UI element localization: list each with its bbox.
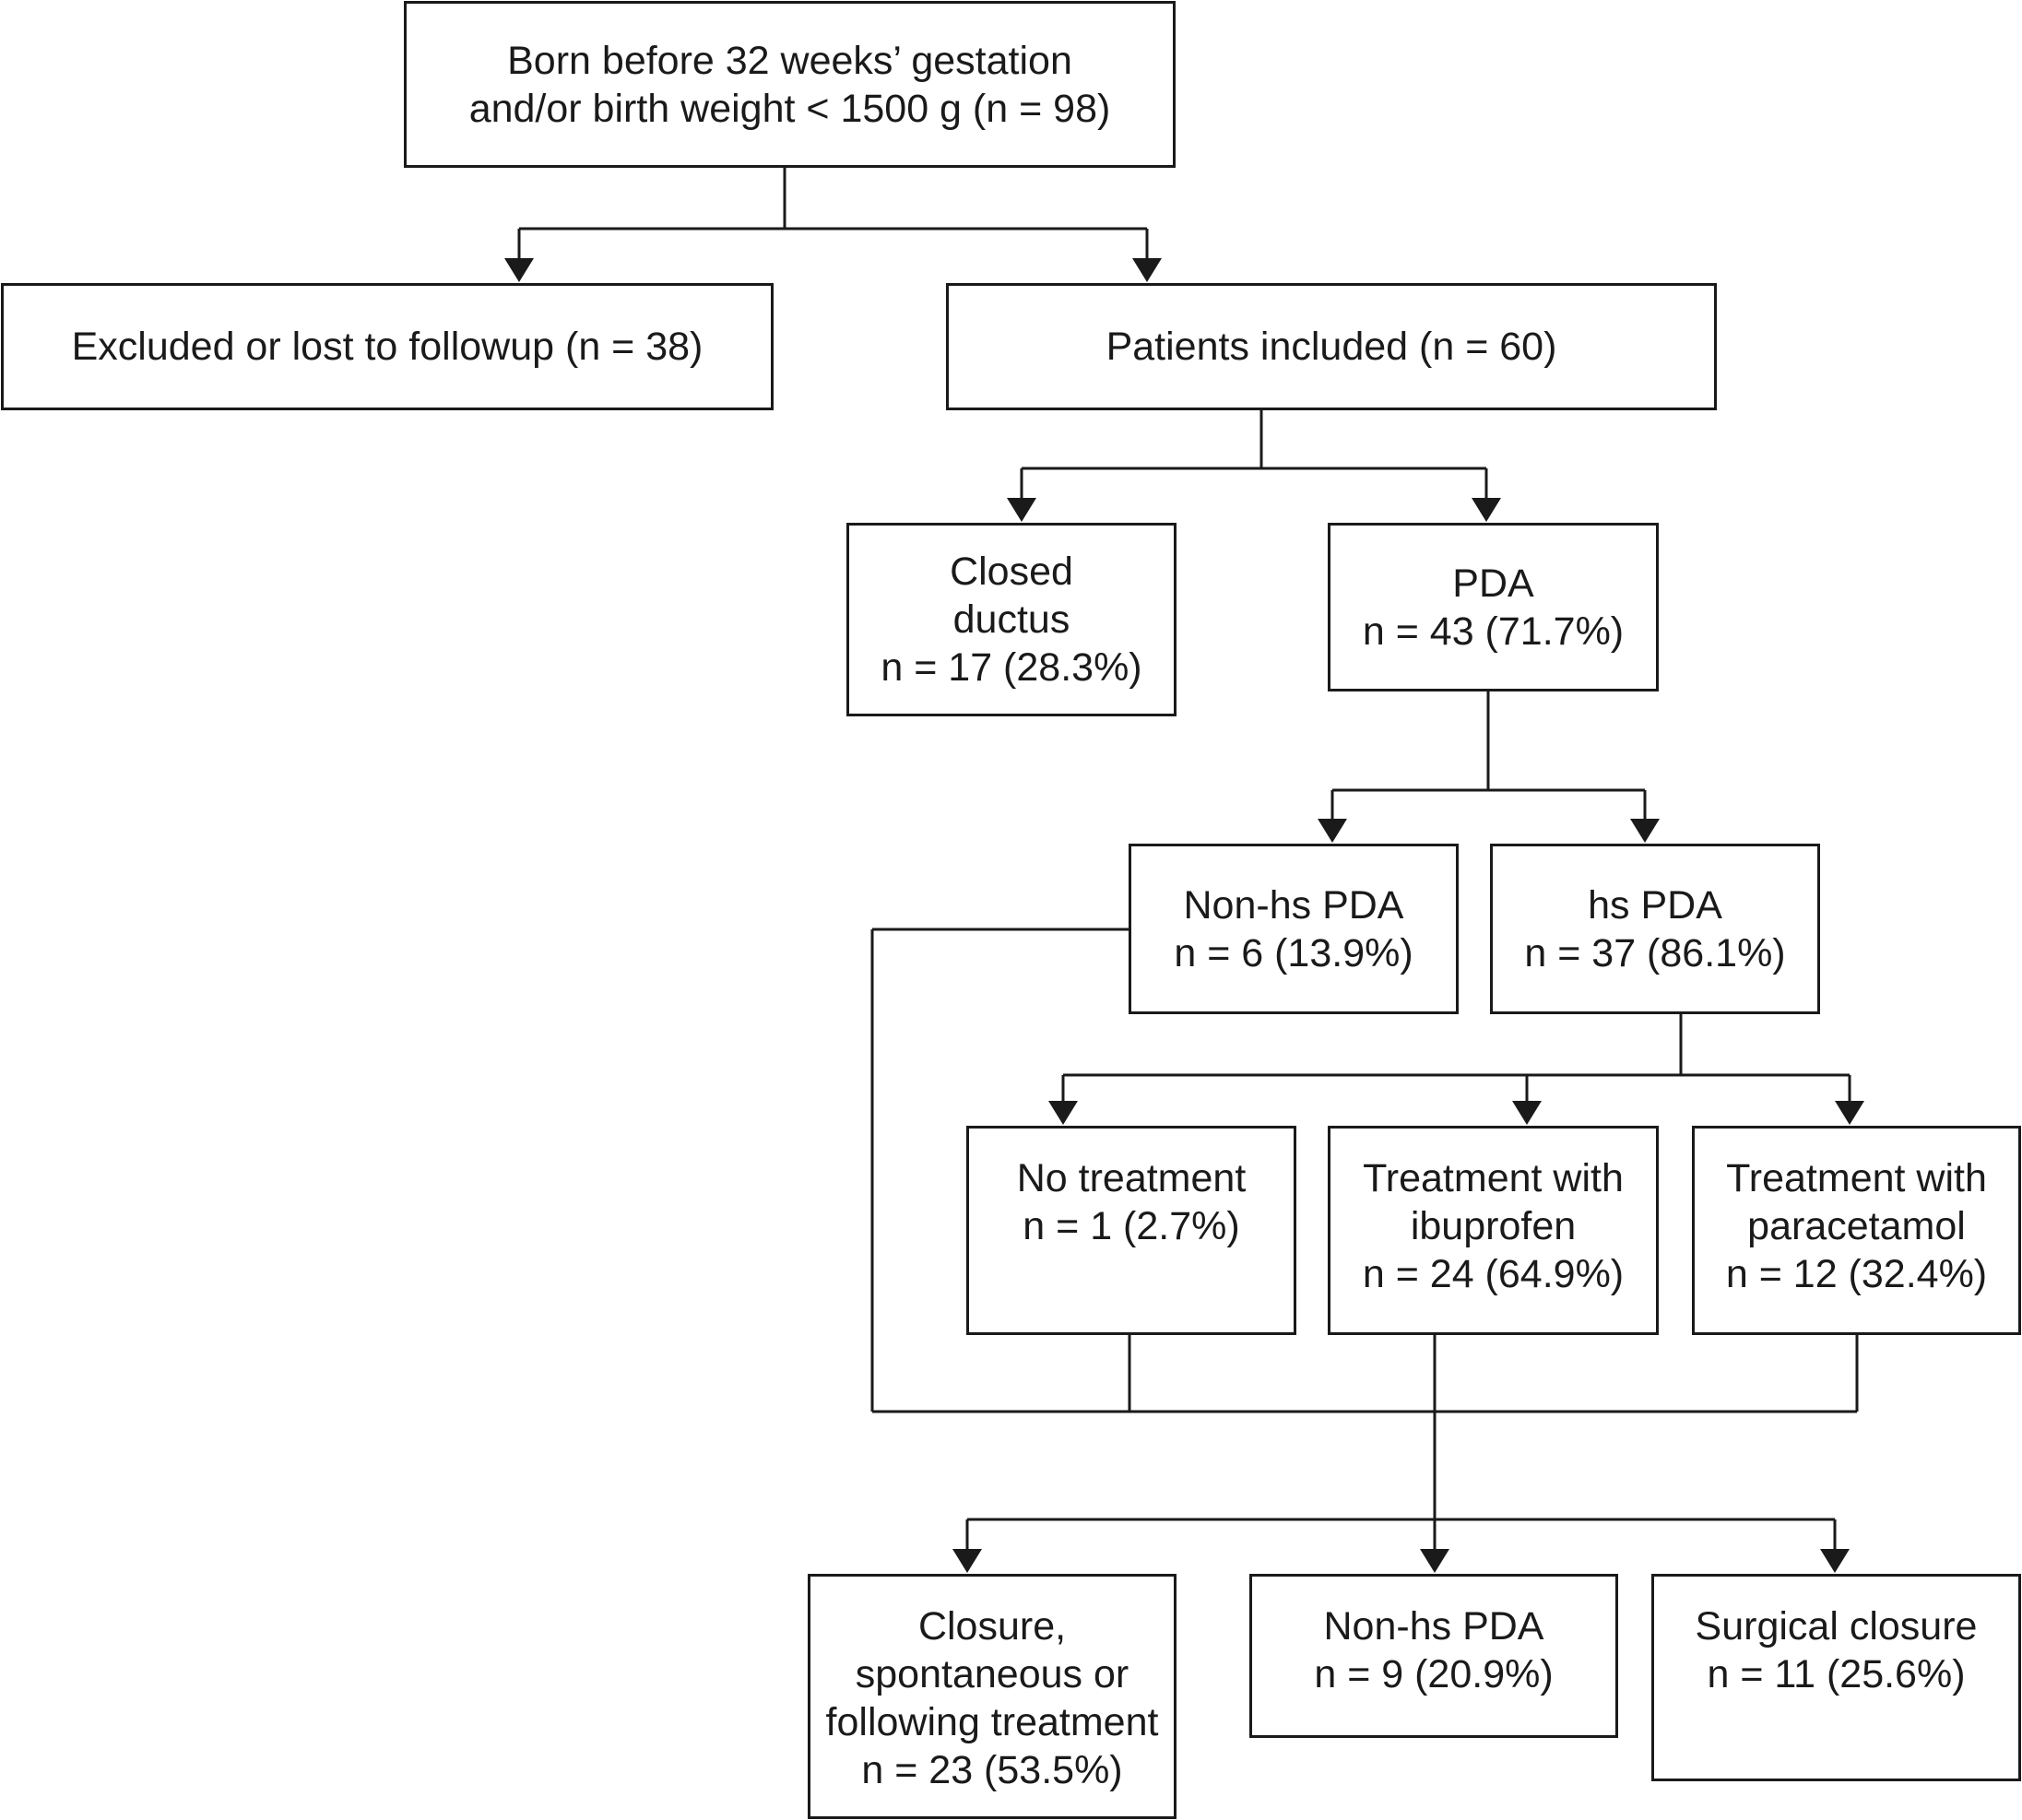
box-closed-ductus-line-3: n = 17 (28.3%) xyxy=(881,645,1142,690)
arrowhead-paracetamol xyxy=(1835,1101,1864,1125)
box-closure-line-3: following treatment xyxy=(825,1700,1159,1744)
box-hs-pda-line-2: n = 37 (86.1%) xyxy=(1524,930,1786,975)
box-ibuprofen: Treatment with ibuprofen n = 24 (64.9%) xyxy=(1328,1126,1659,1335)
arrowhead-hs xyxy=(1630,819,1660,843)
box-outcome-non-hs-line-2: n = 9 (20.9%) xyxy=(1314,1652,1554,1696)
box-born-line-2: and/or birth weight < 1500 g (n = 98) xyxy=(468,86,1111,131)
box-non-hs-pda-line-1: Non-hs PDA xyxy=(1183,882,1404,928)
arrowhead-surgical xyxy=(1820,1549,1850,1573)
box-closed-ductus: Closed ductus n = 17 (28.3%) xyxy=(846,523,1177,716)
box-closed-ductus-line-1: Closed xyxy=(950,550,1073,594)
box-born: Born before 32 weeks’ gestation and/or b… xyxy=(404,1,1176,168)
box-closure-line-2: spontaneous or xyxy=(855,1652,1129,1696)
box-hs-pda: hs PDA n = 37 (86.1%) xyxy=(1490,844,1820,1014)
box-pda-line-2: n = 43 (71.7%) xyxy=(1362,609,1625,654)
arrowhead-closed xyxy=(1007,498,1036,522)
box-paracetamol-line-3: n = 12 (32.4%) xyxy=(1725,1252,1988,1296)
arrowhead-closure xyxy=(952,1549,982,1573)
box-outcome-non-hs-pda: Non-hs PDA n = 9 (20.9%) xyxy=(1249,1574,1618,1738)
arrowhead-excluded xyxy=(504,258,534,282)
box-pda-line-1: PDA xyxy=(1452,561,1534,606)
box-no-treatment-line-2: n = 1 (2.7%) xyxy=(1023,1204,1240,1248)
box-closure-line-1: Closure, xyxy=(917,1604,1067,1649)
box-non-hs-pda-line-2: n = 6 (13.9%) xyxy=(1174,930,1413,975)
box-closure-line-4: n = 23 (53.5%) xyxy=(861,1748,1123,1792)
box-paracetamol-line-2: paracetamol xyxy=(1747,1204,1966,1248)
box-ibuprofen-line-1: Treatment with xyxy=(1363,1156,1624,1200)
box-closure: Closure, spontaneous or following treatm… xyxy=(808,1574,1177,1819)
box-hs-pda-line-1: hs PDA xyxy=(1588,882,1722,928)
box-no-treatment-line-1: No treatment xyxy=(1016,1156,1247,1200)
arrowhead-non-hs xyxy=(1318,819,1347,843)
box-excluded: Excluded or lost to followup (n = 38) xyxy=(1,283,774,410)
box-ibuprofen-line-2: ibuprofen xyxy=(1410,1204,1577,1248)
box-outcome-non-hs-line-1: Non-hs PDA xyxy=(1323,1604,1544,1649)
box-born-line-1: Born before 32 weeks’ gestation xyxy=(507,38,1072,83)
box-surgical-closure: Surgical closure n = 11 (25.6%) xyxy=(1651,1574,2021,1781)
arrowhead-pda xyxy=(1472,498,1501,522)
box-included: Patients included (n = 60) xyxy=(946,283,1717,410)
arrowhead-no-treatment xyxy=(1048,1101,1078,1125)
box-surgical-closure-line-2: n = 11 (25.6%) xyxy=(1707,1652,1966,1696)
arrowhead-outcome-non-hs xyxy=(1420,1549,1449,1573)
box-closed-ductus-line-2: ductus xyxy=(952,597,1070,642)
arrowhead-included xyxy=(1132,258,1162,282)
box-included-line-1: Patients included (n = 60) xyxy=(1106,325,1557,369)
box-ibuprofen-line-3: n = 24 (64.9%) xyxy=(1362,1252,1625,1296)
arrowhead-ibuprofen xyxy=(1512,1101,1542,1125)
box-surgical-closure-line-1: Surgical closure xyxy=(1695,1604,1978,1649)
box-no-treatment: No treatment n = 1 (2.7%) xyxy=(966,1126,1296,1335)
box-non-hs-pda: Non-hs PDA n = 6 (13.9%) xyxy=(1129,844,1459,1014)
box-paracetamol: Treatment with paracetamol n = 12 (32.4%… xyxy=(1692,1126,2021,1335)
box-excluded-line-1: Excluded or lost to followup (n = 38) xyxy=(71,325,704,369)
box-paracetamol-line-1: Treatment with xyxy=(1726,1156,1987,1200)
box-pda: PDA n = 43 (71.7%) xyxy=(1328,523,1659,691)
